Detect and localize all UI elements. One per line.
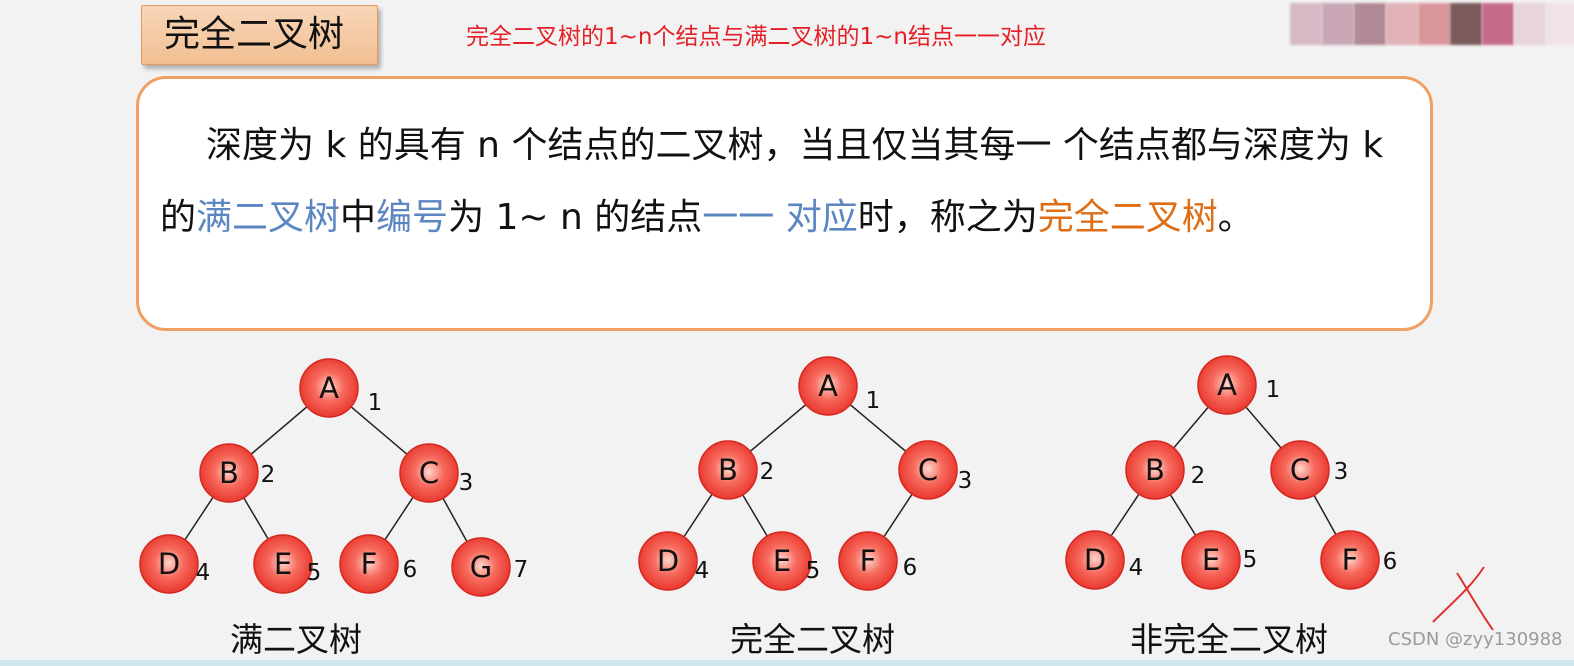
term-one-to-one: 一一 对应 [702, 197, 858, 238]
tree-node-number: 4 [196, 560, 211, 586]
tree-node-b [199, 443, 259, 503]
tree-node-label: D [158, 547, 180, 581]
handwritten-x-mark-stroke [1456, 572, 1494, 631]
tree-node-f [1320, 530, 1380, 590]
term-full-binary-tree: 满二叉树 [196, 197, 341, 238]
tree-node-number: 4 [695, 558, 710, 584]
definition-end-mark: 。 [1217, 197, 1254, 238]
definition-text: 深度为 k 的具有 n 个结点的二叉树，当且仅当其每一 个结点都与深度为 k 的… [160, 110, 1410, 254]
section-title: 完全二叉树 [141, 5, 378, 65]
tree-node-c [898, 440, 958, 500]
tree-node-number: 1 [1266, 377, 1281, 403]
tree-node-e [253, 534, 313, 594]
tree-node-a [299, 358, 359, 418]
tree-node-label: E [1202, 543, 1220, 577]
tree-node-number: 5 [806, 558, 821, 584]
tree-node-label: F [361, 547, 378, 581]
tree-node-number: 1 [866, 388, 881, 414]
tree-node-d [139, 534, 199, 594]
tree-node-label: D [1084, 543, 1106, 577]
definition-part-2: 中 [340, 197, 377, 238]
definition-part-3: 为 1~ n 的结点 [448, 197, 703, 238]
tree-node-label: B [718, 453, 738, 487]
tree-node-a [1197, 355, 1257, 415]
tree-node-label: F [860, 544, 877, 578]
tree-node-d [1065, 530, 1125, 590]
handwritten-x-mark [1432, 566, 1485, 623]
tree-node-e [752, 531, 812, 591]
tree-node-number: 7 [514, 557, 529, 583]
tree-node-label: B [1145, 453, 1165, 487]
tree-node-label: F [1342, 543, 1359, 577]
definition-part-1: 深度为 k 的具有 n 个结点的二叉树，当且仅当其每一 个结点都与深度为 k 的 [160, 125, 1384, 238]
tree-node-number: 5 [1243, 547, 1258, 573]
bottom-bar [0, 660, 1574, 666]
tree-node-b [1125, 440, 1185, 500]
tree-node-b [698, 440, 758, 500]
tree-node-a [798, 356, 858, 416]
tree-node-number: 1 [368, 390, 383, 416]
tree-node-label: D [657, 544, 679, 578]
tree-node-label: A [1217, 368, 1237, 402]
tree-node-label: E [773, 544, 791, 578]
tree-node-label: C [918, 453, 938, 487]
caption-full-binary-tree: 满二叉树 [230, 620, 362, 659]
tree-node-label: A [319, 371, 339, 405]
tree-node-number: 3 [459, 470, 474, 496]
tree-node-e [1181, 530, 1241, 590]
tree-node-label: B [219, 456, 239, 490]
caption-non-complete-binary-tree: 非完全二叉树 [1130, 620, 1328, 659]
tree-node-d [638, 531, 698, 591]
tree-node-f [838, 531, 898, 591]
tree-node-number: 6 [403, 557, 418, 583]
tree-node-number: 4 [1129, 555, 1144, 581]
term-numbering: 编号 [376, 197, 449, 238]
tree-node-number: 3 [958, 468, 973, 494]
tree-node-number: 5 [307, 560, 322, 586]
tree-node-number: 2 [760, 459, 775, 485]
red-annotation-note: 完全二叉树的1~n个结点与满二叉树的1~n结点一一对应 [466, 24, 1046, 50]
tree-node-number: 3 [1334, 459, 1349, 485]
tree-node-f [339, 534, 399, 594]
tree-node-number: 2 [1191, 463, 1206, 489]
tree-node-number: 2 [261, 462, 276, 488]
blurred-region [1290, 3, 1574, 45]
term-complete-binary-tree: 完全二叉树 [1037, 197, 1218, 238]
tree-node-c [399, 443, 459, 503]
tree-node-number: 6 [903, 555, 918, 581]
tree-node-label: A [818, 369, 838, 403]
tree-node-label: C [419, 456, 439, 490]
tree-node-label: G [470, 550, 492, 584]
watermark: CSDN @zyy130988 [1388, 629, 1563, 650]
tree-node-label: C [1290, 453, 1310, 487]
tree-node-c [1270, 440, 1330, 500]
definition-part-4: 时，称之为 [857, 197, 1038, 238]
caption-complete-binary-tree: 完全二叉树 [730, 620, 895, 659]
tree-node-g [451, 537, 511, 597]
tree-node-number: 6 [1383, 549, 1398, 575]
definition-box [136, 76, 1433, 331]
tree-node-label: E [274, 547, 292, 581]
